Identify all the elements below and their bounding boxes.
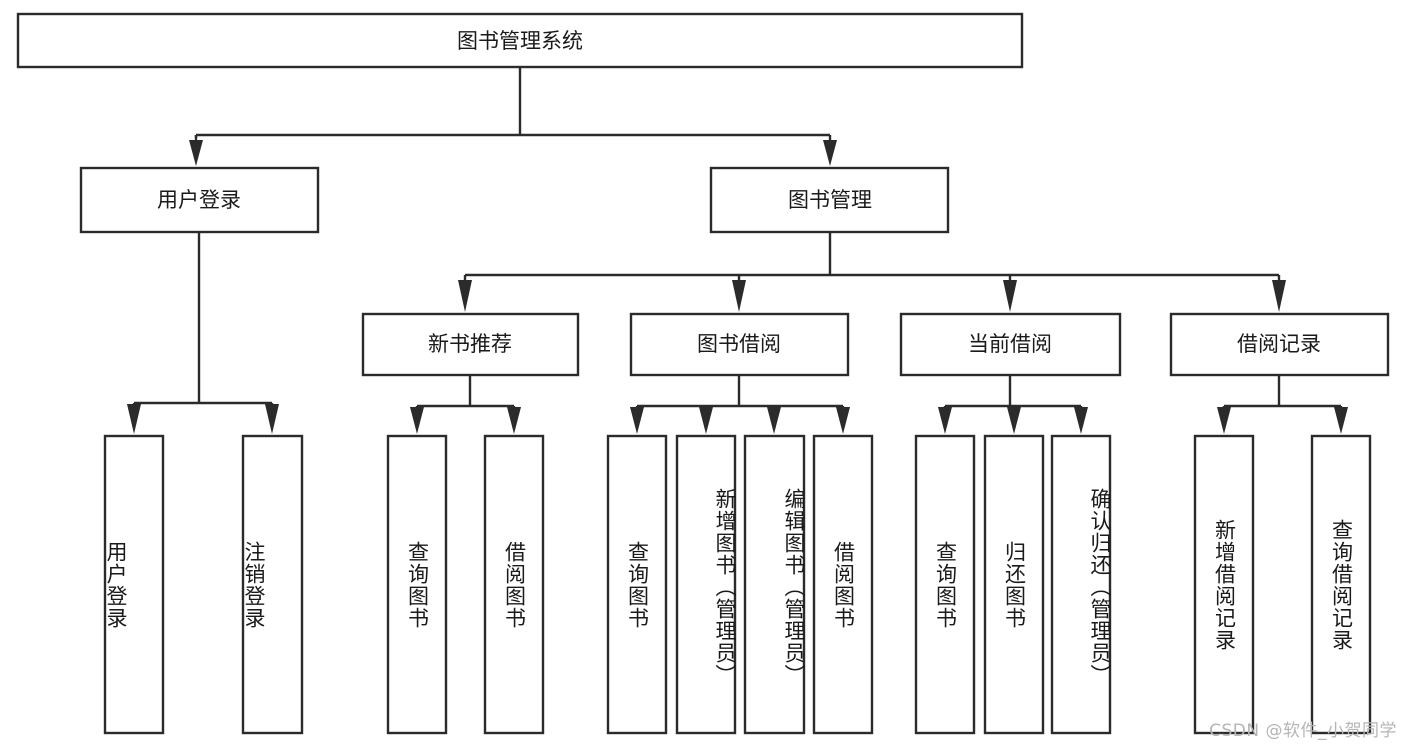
node-leaf-query-record-box[interactable]	[1310, 434, 1372, 735]
arrow-head-leaf-query-book-3	[938, 407, 952, 434]
arrow-head-leaf-confirm-return	[1074, 407, 1088, 434]
arrow-head-user-login	[189, 140, 203, 166]
watermark-text: CSDN @软件_小贺同学	[1209, 721, 1397, 741]
arrow-head-borrow-record	[1272, 280, 1286, 312]
node-leaf-add-book-box[interactable]	[675, 434, 737, 735]
node-leaf-query-book-3-box[interactable]	[914, 434, 976, 735]
node-leaf-return-book-box[interactable]	[983, 434, 1045, 735]
arrow-head-leaf-user-login	[127, 404, 141, 434]
arrow-head-new-book-rec	[458, 280, 472, 312]
arrow-head-leaf-query-book-1	[410, 407, 424, 434]
arrow-head-current-borrow	[1003, 280, 1017, 312]
connector-group-borrow-record	[1217, 375, 1348, 434]
arrow-head-leaf-query-record	[1334, 407, 1348, 434]
arrow-head-leaf-borrow-book-1	[507, 407, 521, 434]
node-leaf-query-book-1-box[interactable]	[386, 434, 448, 735]
node-user-login-box[interactable]	[79, 166, 320, 234]
node-root-box[interactable]	[16, 12, 1024, 69]
arrow-head-book-manage	[823, 140, 837, 166]
node-book-borrow-label: 图书借阅	[697, 332, 781, 356]
leaf-box-group	[103, 434, 1372, 735]
node-new-book-rec-label: 新书推荐	[428, 332, 512, 356]
connector-group-user-login	[127, 232, 279, 434]
node-leaf-query-book-2-box[interactable]	[606, 434, 668, 735]
node-book-manage[interactable]: 图书管理	[709, 166, 950, 234]
node-borrow-record-label: 借阅记录	[1237, 332, 1321, 356]
node-leaf-borrow-book-1-box[interactable]	[483, 434, 545, 735]
node-borrow-record[interactable]: 借阅记录	[1169, 312, 1390, 377]
arrow-head-leaf-logout	[265, 404, 279, 434]
node-root[interactable]: 图书管理系统	[16, 12, 1024, 69]
node-book-borrow[interactable]: 图书借阅	[629, 312, 850, 377]
arrow-head-leaf-add-record	[1217, 407, 1231, 434]
connector-group-current-borrow	[938, 375, 1088, 434]
connector-group-root	[189, 67, 837, 166]
node-user-login[interactable]: 用户登录	[79, 166, 320, 234]
node-leaf-borrow-book-2-box[interactable]	[812, 434, 874, 735]
node-new-book-rec-box[interactable]	[361, 312, 580, 377]
node-current-borrow-box[interactable]	[899, 312, 1122, 377]
node-current-borrow-label: 当前借阅	[968, 332, 1052, 356]
node-borrow-record-box[interactable]	[1169, 312, 1390, 377]
node-leaf-confirm-return-box[interactable]	[1050, 434, 1112, 735]
node-leaf-edit-book-box[interactable]	[743, 434, 806, 735]
arrow-head-leaf-edit-book	[767, 407, 781, 434]
node-root-label: 图书管理系统	[457, 29, 583, 53]
node-leaf-user-login-box[interactable]	[103, 434, 165, 735]
node-leaf-logout-box[interactable]	[241, 434, 304, 735]
arrow-head-book-borrow	[732, 280, 746, 312]
connector-group-new-book-rec	[410, 375, 521, 434]
node-book-borrow-box[interactable]	[629, 312, 850, 377]
connector-group-book-manage	[458, 232, 1286, 312]
node-current-borrow[interactable]: 当前借阅	[899, 312, 1122, 377]
node-user-login-label: 用户登录	[157, 188, 241, 212]
arrow-head-leaf-return-book	[1007, 407, 1021, 434]
node-book-manage-label: 图书管理	[788, 188, 872, 212]
arrow-head-leaf-borrow-book-2	[836, 407, 850, 434]
arrow-head-leaf-query-book-2	[630, 407, 644, 434]
connector-group-book-borrow	[630, 375, 850, 434]
node-book-manage-box[interactable]	[709, 166, 950, 234]
arrow-head-leaf-add-book	[699, 407, 713, 434]
node-new-book-rec[interactable]: 新书推荐	[361, 312, 580, 377]
node-leaf-add-record-box[interactable]	[1193, 434, 1255, 735]
